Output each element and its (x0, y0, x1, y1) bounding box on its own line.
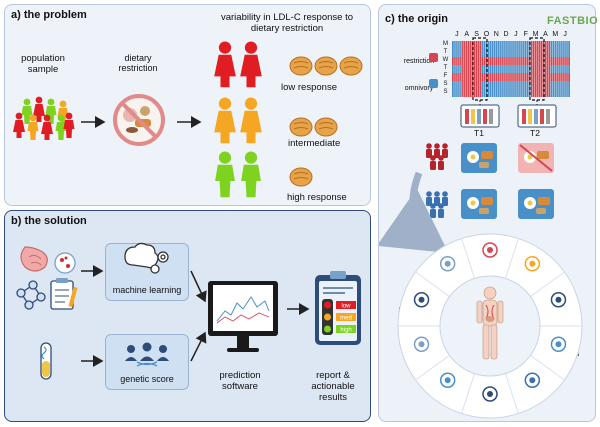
network-icon (16, 280, 46, 310)
report-low-label: low (341, 304, 351, 310)
fastbio-logo: FASTBIO (547, 15, 599, 27)
weekday-label: F (443, 73, 448, 79)
omics-icon-dot (487, 247, 493, 253)
panel-b-graphics: low med high (16, 242, 361, 380)
month-label: A (543, 31, 548, 38)
no-food-icon (113, 94, 165, 146)
intermediate-people-icon (214, 97, 262, 144)
month-label: J (455, 31, 459, 38)
population-sample-label: population sample (21, 53, 65, 75)
genetic-score-label: genetic score (120, 374, 174, 384)
variability-label: variability in LDL-C response to dietary… (220, 12, 353, 34)
omics-icon-dot (529, 260, 536, 267)
omics-icon-dot (555, 296, 562, 303)
computer-monitor-icon (208, 281, 278, 352)
omics-icon-dot (418, 341, 425, 348)
month-label: J (563, 31, 567, 38)
prediction-software-label: prediction software (219, 370, 261, 392)
report-label: report & actionable results (311, 370, 355, 403)
month-label: J (514, 31, 518, 38)
t2-sample-tubes-icon (517, 104, 557, 128)
curved-arrow-icon (379, 171, 449, 253)
low-response-label: low response (281, 82, 337, 93)
month-label: O (483, 31, 490, 38)
red-group-people-icon (426, 143, 448, 170)
month-label: M (532, 31, 539, 38)
panel-b-title: b) the solution (11, 215, 87, 227)
weekday-label: T (443, 49, 448, 55)
month-label: F (523, 31, 528, 38)
weekday-label: S (443, 81, 448, 87)
dietary-restriction-label: dietary restriction (118, 53, 158, 74)
omics-icon-dot (418, 296, 425, 303)
month-label: S (474, 31, 479, 38)
omnivory-label: omnivory (404, 85, 434, 92)
month-label: M (552, 31, 559, 38)
ldl-particle-icon (289, 56, 363, 187)
intermediate-label: intermediate (288, 138, 341, 149)
brain-gears-icon (124, 242, 169, 274)
month-label: A (464, 31, 470, 38)
panel-a-title: a) the problem (11, 9, 87, 21)
weekday-label: W (442, 57, 449, 63)
high-responder-people-icon (215, 151, 261, 198)
omics-icon-dot (444, 260, 451, 267)
restriction-label: restriction (403, 58, 435, 65)
human-body-icon (476, 286, 504, 360)
omics-icon-dot (444, 377, 451, 384)
blue-group-people-icon (426, 191, 448, 218)
test-tube-icon (40, 342, 52, 380)
omics-icon-dot (529, 377, 536, 384)
omics-icon-dot (487, 391, 493, 397)
low-responder-people-icon (214, 41, 262, 88)
panel-c-title: c) the origin (385, 13, 448, 25)
report-high-label: high (340, 328, 351, 334)
weekday-label: T (443, 65, 448, 71)
omics-icon-dot (555, 341, 562, 348)
weekday-label: M (443, 41, 448, 47)
study-calendar-icon (452, 37, 570, 101)
panel-the-solution: b) the solution machine learning genetic… (4, 210, 371, 422)
report-med-label: med (340, 316, 352, 322)
high-response-label: high response (287, 192, 347, 203)
machine-learning-label: machine learning (112, 285, 182, 295)
restriction-legend-swatch (429, 53, 438, 62)
t2-label: T2 (530, 128, 540, 138)
panel-c-graphics (379, 37, 583, 419)
panel-a-graphics (13, 41, 363, 198)
panel-the-origin: c) the origin FASTBIO restriction omnivo… (378, 4, 599, 422)
omnivory-legend-swatch (429, 79, 438, 88)
meal-plates-icon (461, 143, 554, 219)
t1-label: T1 (474, 128, 484, 138)
report-clipboard-icon: low med high (315, 271, 361, 345)
month-label: D (503, 31, 509, 38)
month-label: N (493, 31, 499, 38)
clipboard-icon (50, 278, 78, 310)
people-dna-icon (125, 342, 169, 367)
weekday-label: S (443, 89, 448, 95)
t1-sample-tubes-icon (460, 104, 500, 128)
population-crowd-icon (13, 96, 75, 140)
petri-dish-icon (54, 252, 76, 274)
panel-the-problem: a) the problem population sample dietary… (4, 4, 371, 206)
gut-icon (20, 246, 48, 272)
